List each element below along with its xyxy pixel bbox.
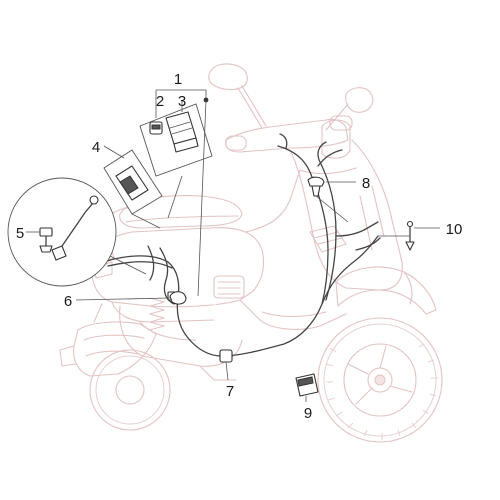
callout-6: 6 xyxy=(64,293,72,310)
callout-labels: 1 2 3 4 5 6 7 8 9 10 xyxy=(16,71,463,422)
right-mirror xyxy=(325,87,374,131)
front-wheel xyxy=(317,317,443,443)
part-2-module-face xyxy=(151,124,161,130)
callout-3: 3 xyxy=(178,93,186,110)
callout-4: 4 xyxy=(92,139,100,156)
handlebar xyxy=(225,115,353,153)
front-fender xyxy=(335,266,437,315)
part-9-connector-block xyxy=(295,373,319,397)
part-10-pin xyxy=(378,220,415,251)
callout-10: 10 xyxy=(446,221,463,238)
callout-9: 9 xyxy=(304,405,312,422)
scooter-ghost-outline xyxy=(59,63,443,443)
part-7-connector xyxy=(219,349,233,363)
callout-7: 7 xyxy=(226,383,234,400)
part-4-relay-bracket xyxy=(103,149,163,229)
front-shield xyxy=(289,119,403,291)
engine-and-exhaust xyxy=(59,297,243,431)
callout-2: 2 xyxy=(156,93,164,110)
callout-1: 1 xyxy=(174,71,182,88)
left-mirror xyxy=(208,63,267,129)
part-8-screw xyxy=(307,176,349,223)
part-5-inset-circle xyxy=(7,177,147,287)
callout-leaders xyxy=(26,89,440,402)
part-6-cable-clip xyxy=(169,291,187,305)
part-5-bolt-head xyxy=(39,227,53,237)
parts-2-3-control-unit-inset xyxy=(139,103,213,219)
callout-8: 8 xyxy=(362,175,370,192)
callout-5: 5 xyxy=(16,225,24,242)
